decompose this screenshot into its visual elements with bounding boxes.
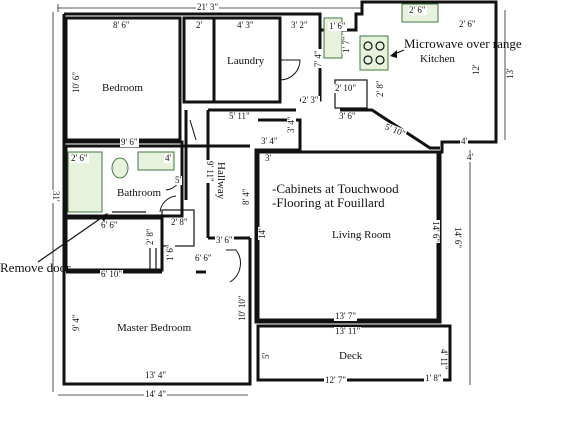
bedroom-walls [64,16,182,142]
dim-master-10-10: 10' 10" [237,294,247,322]
note-remove-door: Remove door [0,260,71,275]
dim-bottom-overall: 14' 4" [144,389,168,399]
dim-kitchen-side-a: 1' 7" [341,35,351,54]
dim-hall-3-4-vertical: 3' 4" [286,115,296,134]
note-cabinets: -Cabinets at Touchwood [272,181,399,196]
dim-bath-5: 5' [174,175,183,185]
room-label-deck: Deck [339,350,363,362]
room-label-kitchen: Kitchen [420,53,455,65]
exterior-wall [64,0,498,324]
dim-deck-12-7: 12' 7" [324,375,348,385]
dim-living-4: 4' [466,152,475,162]
dim-right-14-6: 14' 6" [453,226,463,250]
dim-master-6-10: 6' 10" [100,269,124,279]
room-label-laundry: Laundry [227,55,265,67]
dim-kitchen-top-b: 2' 6" [458,19,477,29]
dim-bath-2-6: 2' 6" [70,153,89,163]
dim-hall-6-6: 6' 6" [194,253,213,263]
dim-hallway-9-11: 9' 11" [205,160,215,183]
note-flooring: -Flooring at Fouillard [272,195,385,210]
dim-deck-13-11: 13' 11" [334,326,362,336]
dim-master-9-4: 9' 4" [71,313,81,332]
dim-bedroom-width: 8' 6" [112,20,131,30]
exterior-wall-west [62,14,252,386]
room-label-master-bedroom: Master Bedroom [117,322,192,334]
toilet [111,157,129,179]
room-label-bedroom: Bedroom [102,82,143,94]
room-label-bathroom: Bathroom [117,187,161,199]
dim-living-13-7: 13' 7" [334,311,358,321]
note-microwave: Microwave over range [404,36,522,51]
dim-deck-5: 5' [261,351,271,360]
dim-living-14: 14' [257,227,267,240]
bathroom-fixtures [67,151,103,213]
dim-bath-4: 4' [164,153,173,163]
dim-bath-6-6: 6' 6" [100,220,119,230]
dim-bedroom-bottom: 9' 6" [120,137,139,147]
hallway-door [226,249,241,283]
dim-kitchen-2-8: 2' 8" [375,79,385,98]
room-label-hallway: Hallway [215,162,227,200]
dim-left-overall: 31' [51,190,61,203]
dim-bath-2-8: 2' 8" [145,227,155,246]
dim-kitchen-a: 1' 6" [328,21,347,31]
dim-deck-4-11: 4' 11" [439,348,449,371]
dim-living-3: 3' [264,153,273,163]
dim-bedroom-height: 10' 6" [71,70,81,94]
dim-hall-3-4: 3' 4" [260,136,279,146]
dim-master-13-4: 13' 4" [144,370,168,380]
dim-living-8-4: 8' 4" [241,187,251,206]
dim-laundry-right: 3' 2" [290,20,309,30]
dim-kitchen-2-3: 2' 3" [301,95,320,105]
dim-living-14-6: 14' 6" [431,220,441,244]
dim-laundry-width: 4' 3" [236,20,255,30]
dim-closet: 2' [195,20,204,30]
dim-hall-2-8: 2' 8" [170,217,189,227]
dim-kitchen-2-10: 2' 10" [334,83,358,93]
dim-kitchen-side-b: 7' 4" [313,49,323,68]
dim-right-overall: 13' [505,67,515,80]
remove-door-arrow [37,215,105,263]
dim-hall-5-11: 5' 11" [228,111,251,121]
dim-kitchen-3-6: 3' 6" [338,111,357,121]
dim-kitchen-height: 12' [471,63,481,76]
dim-kitchen-4: 4' [460,136,469,146]
kitchen-range [359,35,389,71]
dim-kitchen-top-a: 2' 6" [408,5,427,15]
dim-hall-1-6: 1' 6" [165,243,175,262]
dim-hall-3-6: 3' 6" [215,235,234,245]
dim-deck-1-8: 1' 8" [424,373,443,383]
laundry-door [279,59,301,81]
room-label-living-room: Living Room [332,229,391,241]
dim-top-overall: 21' 3" [196,2,220,12]
